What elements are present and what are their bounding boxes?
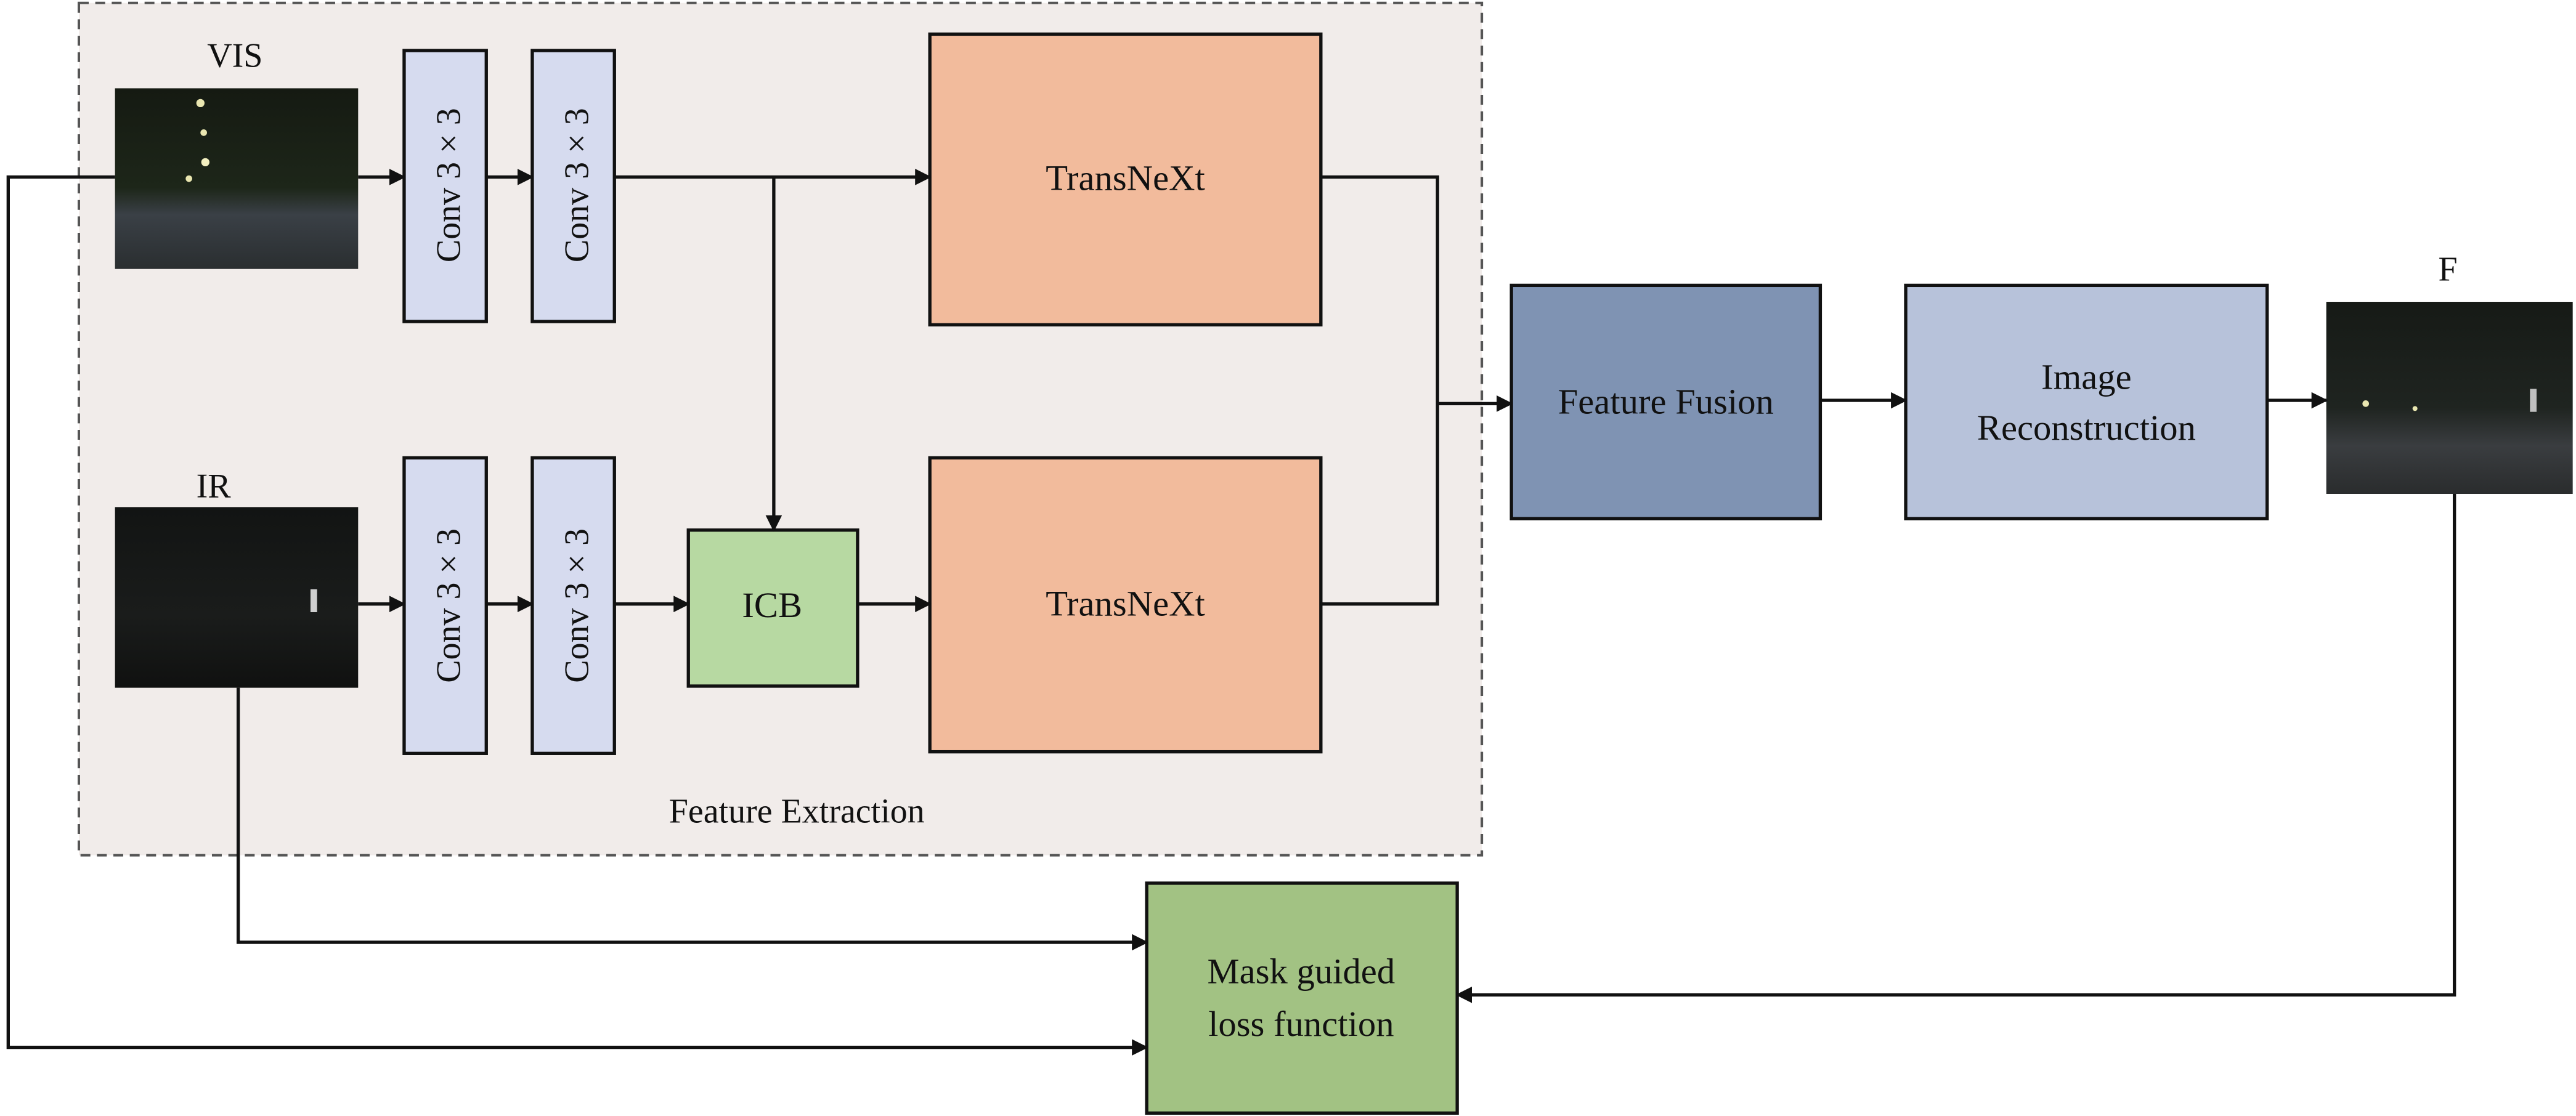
transnext-block-top: TransNeXt: [928, 32, 1323, 327]
svg-text:ICB: ICB: [742, 585, 802, 625]
svg-text:Conv 3 × 3: Conv 3 × 3: [558, 528, 596, 683]
conv-block-vis-1: Conv 3 × 3: [402, 49, 488, 323]
svg-text:TransNeXt: TransNeXt: [1046, 583, 1205, 623]
fused-image: [2326, 302, 2573, 495]
svg-text:Image: Image: [2041, 357, 2132, 397]
svg-text:Conv 3 × 3: Conv 3 × 3: [558, 108, 596, 262]
transnext-block-bottom: TransNeXt: [928, 456, 1323, 754]
svg-text:loss function: loss function: [1208, 1004, 1394, 1044]
feature-fusion-block: Feature Fusion: [1509, 283, 1822, 520]
ir-image: [115, 507, 359, 688]
svg-text:Conv 3 × 3: Conv 3 × 3: [430, 528, 468, 683]
svg-text:Feature Fusion: Feature Fusion: [1558, 381, 1774, 421]
conv-block-ir-1: Conv 3 × 3: [402, 456, 488, 755]
conv-block-vis-2: Conv 3 × 3: [530, 49, 616, 323]
icb-block: ICB: [686, 528, 859, 688]
vis-label: VIS: [207, 37, 262, 75]
svg-text:Reconstruction: Reconstruction: [1977, 408, 2196, 448]
ir-label: IR: [197, 467, 232, 505]
svg-text:TransNeXt: TransNeXt: [1046, 158, 1205, 198]
connectors: [6, 169, 2456, 1056]
image-reconstruction-block: Image Reconstruction: [1904, 283, 2269, 520]
mask-guided-loss-block: Mask guided loss function: [1145, 881, 1459, 1115]
svg-text:Conv 3 × 3: Conv 3 × 3: [430, 108, 468, 262]
feature-extraction-label: Feature Extraction: [669, 792, 925, 830]
conv-block-ir-2: Conv 3 × 3: [530, 456, 616, 755]
vis-image: [115, 88, 359, 269]
svg-text:Mask guided: Mask guided: [1208, 952, 1396, 992]
f-label: F: [2438, 250, 2457, 288]
